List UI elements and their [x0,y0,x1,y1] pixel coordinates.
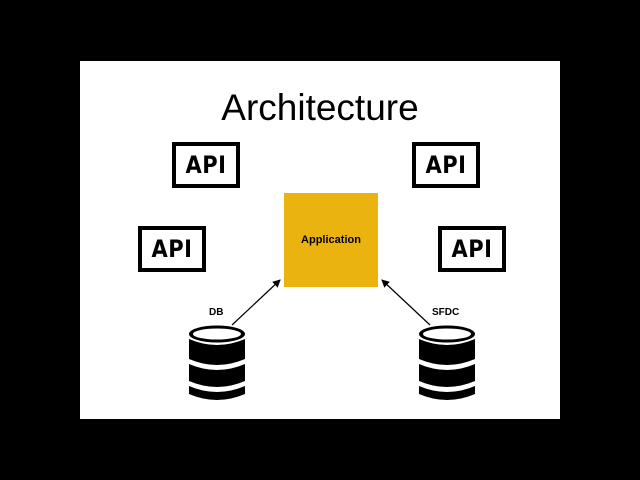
sfdc-to-application-arrow [381,279,431,326]
db-label: DB [209,307,224,318]
application-box: Application [284,193,378,287]
connector-layer [231,279,431,326]
api-box-top-left: API [172,142,240,188]
api-box-mid-right: API [438,226,506,272]
database-icon [419,325,475,400]
api-box-label: API [185,151,227,179]
sfdc-label: SFDC [432,307,460,318]
database-icon [189,325,245,400]
slide: Architecture API API API API Application… [80,61,560,419]
application-label: Application [301,234,361,246]
db-to-application-arrow [231,279,281,326]
api-box-top-right: API [412,142,480,188]
api-box-mid-left: API [138,226,206,272]
slide-title: Architecture [221,87,419,128]
api-box-label: API [451,235,493,263]
api-box-label: API [425,151,467,179]
api-box-label: API [151,235,193,263]
